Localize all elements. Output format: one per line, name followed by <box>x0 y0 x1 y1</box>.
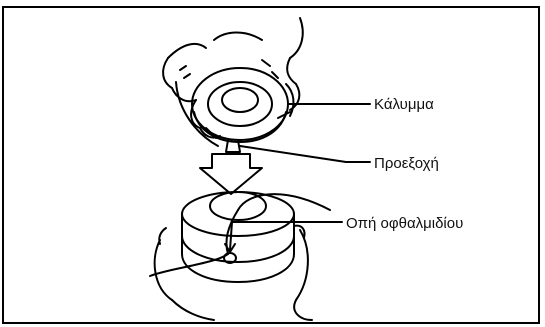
cover-label: Κάλυμμα <box>374 96 434 114</box>
cover-assembly-drawing <box>163 18 303 152</box>
spool-head-drawing <box>150 192 330 320</box>
eyelet-label: Οπή οφθαλμιδίου <box>346 215 463 233</box>
down-arrow-icon <box>200 154 262 194</box>
tab-leader-line <box>240 146 370 162</box>
tab-label: Προεξοχή <box>374 155 439 173</box>
